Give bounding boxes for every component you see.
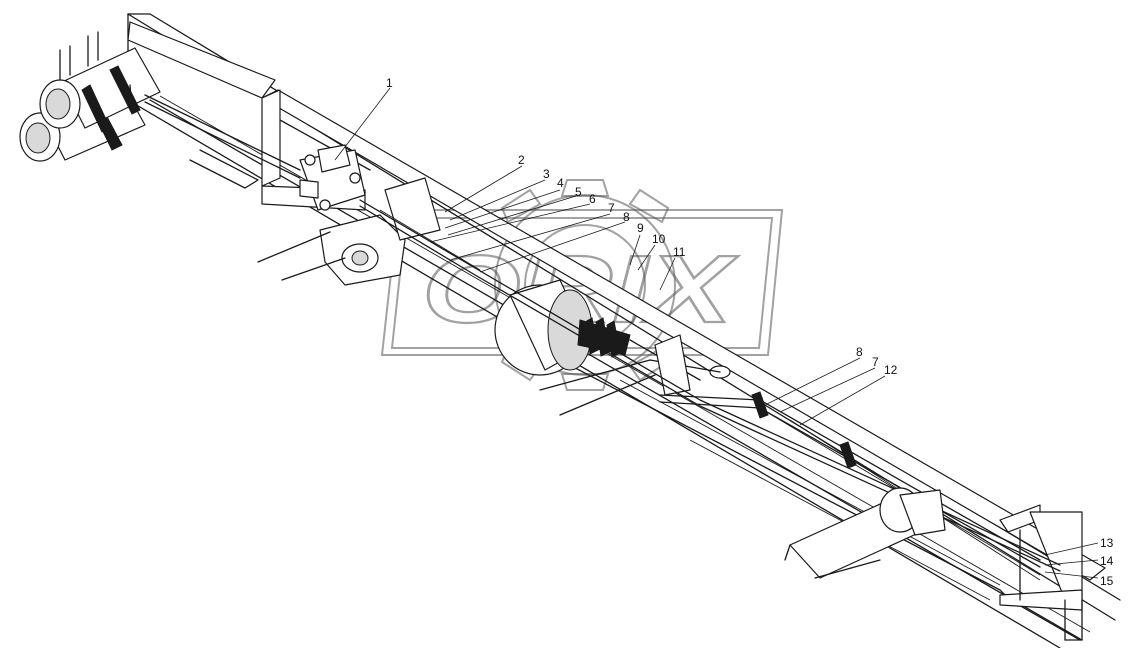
bellows [584, 317, 621, 358]
air-tank-front [39, 31, 161, 133]
air-line-main [144, 94, 301, 171]
callout-11: 11 [673, 245, 686, 259]
callout-3: 3 [543, 167, 550, 181]
callout-15: 15 [1100, 574, 1114, 588]
rear-axle [784, 487, 946, 579]
callout-4: 4 [557, 176, 564, 190]
callout-7b: 7 [872, 355, 879, 369]
brake-chamber [494, 279, 731, 416]
callout-13: 13 [1100, 536, 1114, 550]
brake-valve [299, 144, 366, 211]
frame-rail [127, 13, 1121, 648]
callout-12: 12 [884, 363, 898, 377]
callout-10: 10 [652, 232, 666, 246]
cross-member-rear [999, 504, 1083, 641]
callout-2: 2 [518, 153, 525, 167]
callout-8: 8 [623, 210, 630, 224]
callout-6: 6 [589, 192, 596, 206]
callouts: 1 2 3 4 5 6 7 8 9 10 11 8 7 12 13 14 15 [386, 76, 1114, 588]
callout-1: 1 [386, 76, 393, 90]
callout-9: 9 [637, 221, 644, 235]
callout-14: 14 [1100, 554, 1114, 568]
callout-8b: 8 [856, 345, 863, 359]
callout-7: 7 [608, 201, 615, 215]
callout-5: 5 [575, 185, 582, 199]
front-axle-bracket [257, 177, 441, 286]
leader-lines [334, 87, 1099, 579]
